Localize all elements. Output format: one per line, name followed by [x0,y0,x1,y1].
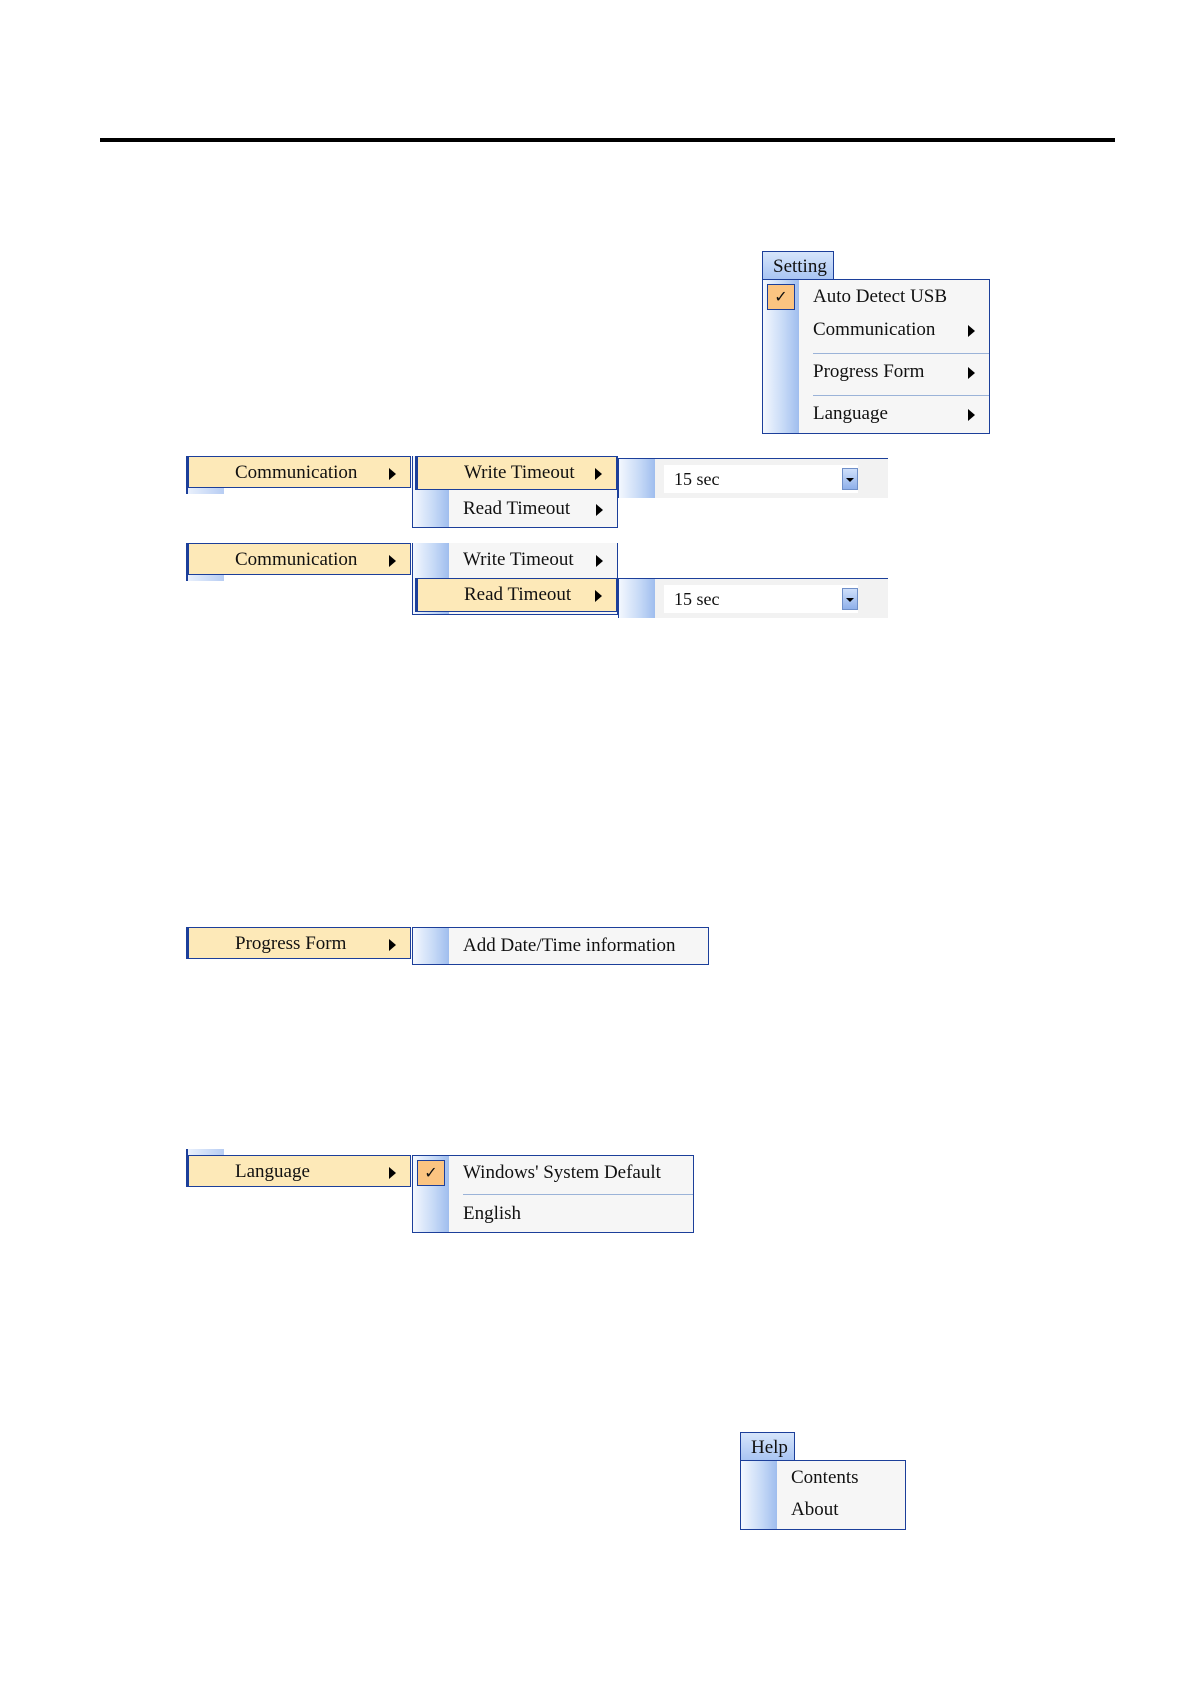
menu-item-label: Progress Form [813,355,924,389]
menu-item-write-timeout[interactable]: Write Timeout [413,543,617,577]
submenu-arrow-icon [596,555,603,567]
menu-item-label: Read Timeout [463,492,570,526]
language-submenu: ✓ Windows' System Default English [412,1155,694,1233]
menu-item-label: Read Timeout [464,580,571,610]
help-menu-title[interactable]: Help [740,1432,795,1460]
communication-submenu: Write Timeout Read Timeout [412,456,618,528]
menu-item-label: Contents [791,1461,859,1495]
check-icon: ✓ [417,1160,445,1186]
menu-item-label: Write Timeout [464,458,575,488]
timeout-value: 15 sec [674,469,719,489]
menu-item-add-datetime[interactable]: Add Date/Time information [413,929,708,963]
menu-gutter-stub [186,488,224,494]
header-rule [100,138,1115,142]
menu-item-label: Add Date/Time information [463,929,676,963]
submenu-arrow-icon [968,325,975,337]
language-parent-item[interactable]: Language [186,1155,411,1187]
menu-item-label: Communication [235,458,357,488]
menu-item-label: Write Timeout [463,543,574,577]
menu-item-write-timeout[interactable]: Write Timeout [415,456,617,490]
check-icon: ✓ [767,284,795,310]
menu-item-auto-detect-usb[interactable]: ✓ Auto Detect USB [763,280,989,314]
progress-form-submenu: Add Date/Time information [412,927,709,965]
menu-item-communication[interactable]: Communication [763,313,989,347]
read-timeout-panel: 15 sec [618,578,888,618]
menu-gutter [618,579,655,618]
communication-submenu: Write Timeout Read Timeout [412,543,618,615]
setting-menu-title[interactable]: Setting [762,251,834,279]
menu-item-label: Progress Form [235,929,346,959]
timeout-value: 15 sec [674,589,719,609]
read-timeout-select[interactable]: 15 sec [664,585,858,613]
progress-form-parent-item[interactable]: Progress Form [186,927,411,959]
menu-item-label: English [463,1197,521,1231]
menu-item-read-timeout[interactable]: Read Timeout [413,492,617,526]
menu-item-language[interactable]: Language [763,397,989,431]
submenu-arrow-icon [595,590,602,602]
help-menu-title-label: Help [751,1437,788,1458]
menu-item-english[interactable]: English [413,1197,693,1231]
menu-gutter [618,459,655,498]
chevron-down-icon[interactable] [842,588,858,610]
menu-item-windows-default[interactable]: ✓ Windows' System Default [413,1156,693,1190]
submenu-arrow-icon [595,468,602,480]
menu-item-progress-form[interactable]: Progress Form [763,355,989,389]
submenu-arrow-icon [596,504,603,516]
communication-parent-item[interactable]: Communication [186,456,411,488]
write-timeout-select[interactable]: 15 sec [664,465,858,493]
submenu-arrow-icon [968,367,975,379]
submenu-arrow-icon [389,939,396,951]
menu-item-label: Windows' System Default [463,1156,661,1190]
submenu-arrow-icon [389,468,396,480]
menu-item-read-timeout[interactable]: Read Timeout [415,578,617,612]
menu-item-contents[interactable]: Contents [741,1461,905,1495]
menu-item-label: Auto Detect USB [813,280,947,314]
chevron-down-icon[interactable] [842,468,858,490]
help-dropdown: Contents About [740,1460,906,1530]
submenu-arrow-icon [968,409,975,421]
menu-separator [813,395,989,396]
menu-gutter-stub [186,575,224,581]
menu-item-label: About [791,1493,839,1527]
menu-item-label: Communication [235,545,357,575]
write-timeout-panel: 15 sec [618,458,888,498]
menu-item-about[interactable]: About [741,1493,905,1527]
setting-menu-title-label: Setting [773,256,827,277]
menu-item-label: Language [813,397,888,431]
menu-separator [813,353,989,354]
submenu-arrow-icon [389,1167,396,1179]
menu-item-label: Language [235,1157,310,1187]
menu-separator [463,1194,693,1195]
setting-dropdown: ✓ Auto Detect USB Communication Progress… [762,279,990,434]
submenu-arrow-icon [389,555,396,567]
communication-parent-item[interactable]: Communication [186,543,411,575]
menu-item-label: Communication [813,313,935,347]
